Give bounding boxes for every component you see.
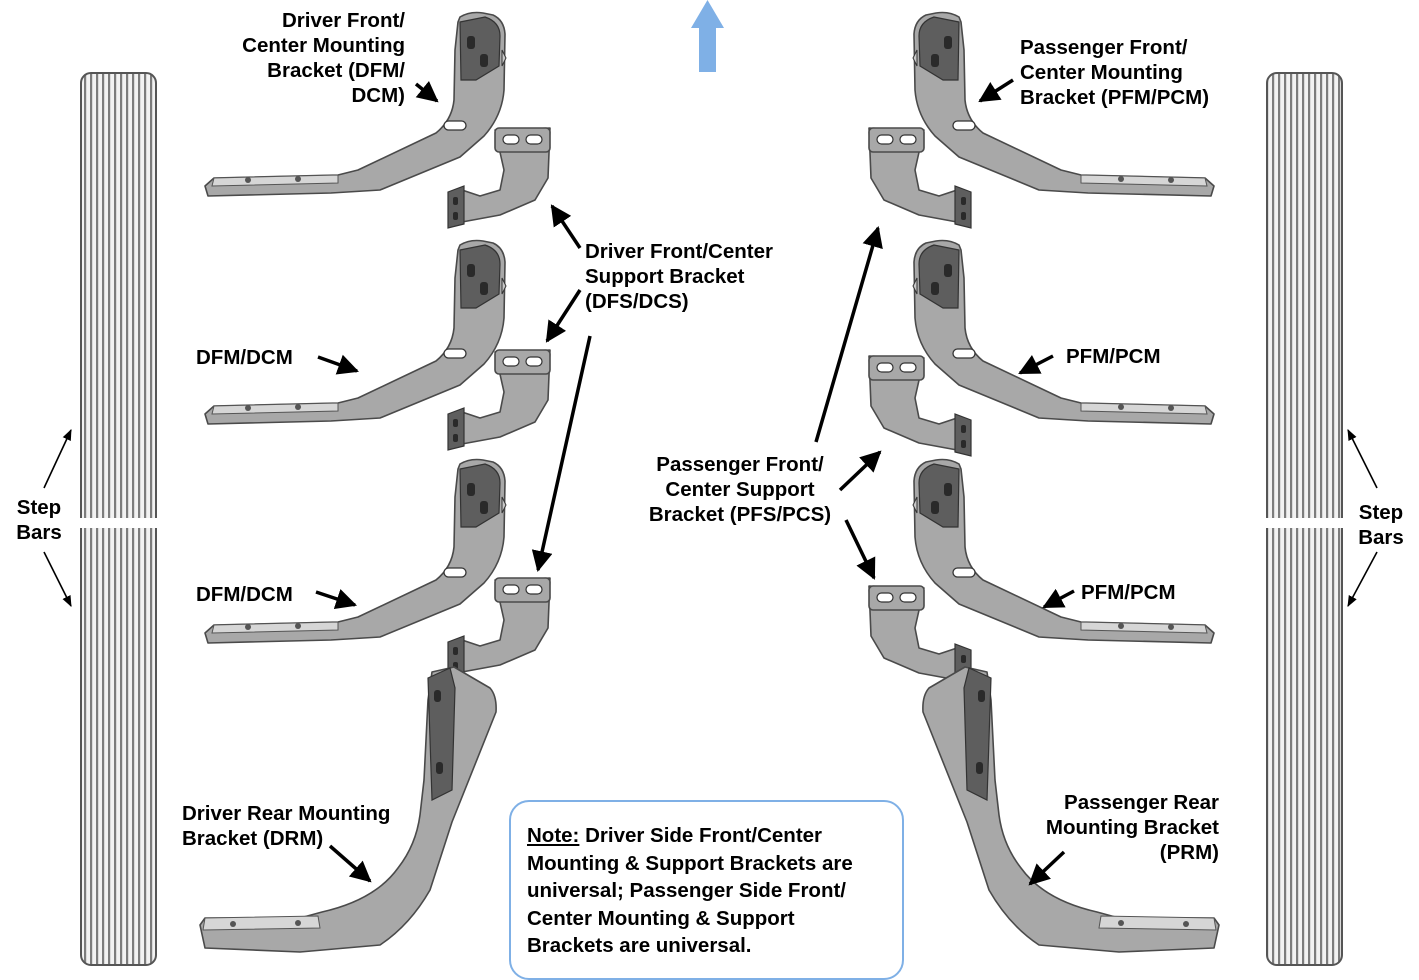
driver-mounting-bracket-3	[204, 458, 507, 644]
label-passenger-rear-mounting-bracket: Passenger Rear Mounting Bracket (PRM)	[1045, 791, 1219, 864]
label-dfm-dcm-1: DFM/DCM	[196, 346, 293, 369]
label-passenger-front-mounting-bracket: Passenger Front/ Center Mounting Bracket…	[1020, 36, 1210, 109]
step-bar-right	[1255, 72, 1350, 966]
driver-mounting-bracket-2	[204, 239, 507, 425]
step-bar-arrows	[43, 428, 1378, 608]
label-step-bars-right: Step Bars	[1358, 501, 1404, 549]
step-bar-left	[70, 72, 165, 966]
label-pfm-pcm-2: PFM/PCM	[1081, 581, 1176, 604]
label-driver-support-bracket: Driver Front/Center Support Bracket (DFS…	[585, 240, 773, 313]
direction-arrow	[691, 0, 724, 72]
label-step-bars-left: Step Bars	[16, 496, 62, 544]
label-pfm-pcm-1: PFM/PCM	[1066, 345, 1161, 368]
note-body: Driver Side Front/Center Mounting & Supp…	[527, 824, 853, 957]
passenger-mounting-bracket-2	[912, 239, 1215, 425]
pointer-arrows	[315, 78, 1075, 886]
passenger-mounting-bracket-3	[912, 458, 1215, 644]
label-driver-rear-mounting-bracket: Driver Rear Mounting Bracket (DRM)	[182, 802, 391, 850]
label-dfm-dcm-2: DFM/DCM	[196, 583, 293, 606]
note-text: Note: Driver Side Front/Center Mounting …	[527, 822, 897, 960]
label-passenger-support-bracket: Passenger Front/ Center Support Bracket …	[648, 453, 832, 526]
note-heading: Note:	[527, 824, 580, 847]
label-driver-front-mounting-bracket: Driver Front/ Center Mounting Bracket (D…	[242, 9, 405, 107]
